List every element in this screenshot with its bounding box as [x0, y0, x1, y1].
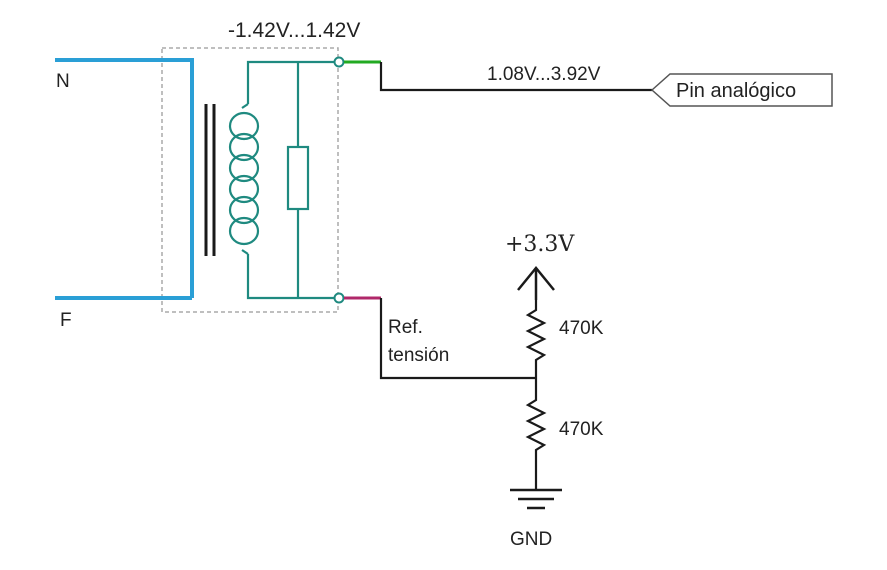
supply-label: +3.3V	[505, 232, 575, 257]
terminal-bottom	[333, 292, 345, 304]
burden-resistor-icon	[286, 145, 310, 211]
gnd-label: GND	[510, 529, 552, 550]
ref-label-line2: tensión	[388, 345, 449, 366]
line-f-label: F	[60, 310, 72, 331]
pin-analogico-tag	[650, 73, 833, 107]
output-wire	[379, 62, 652, 92]
transformer-enclosure	[161, 47, 339, 313]
resistor-top-icon	[525, 300, 547, 378]
supply-arrow-icon	[517, 266, 555, 300]
mains-wire-n	[55, 58, 194, 298]
terminal-top	[333, 56, 345, 68]
resistor-bottom-label: 470K	[559, 419, 604, 440]
ground-icon	[510, 488, 562, 510]
secondary-range-label: -1.42V...1.42V	[228, 19, 360, 42]
coil-icon	[228, 111, 260, 246]
ref-label-line1: Ref.	[388, 317, 423, 338]
ref-wire	[379, 298, 536, 380]
pin-analogico-label: Pin analógico	[676, 80, 796, 102]
line-n-label: N	[56, 71, 70, 92]
resistor-bottom-icon	[525, 378, 547, 490]
resistor-top-label: 470K	[559, 318, 604, 339]
output-range-label: 1.08V...3.92V	[487, 64, 601, 85]
secondary-winding-frame	[241, 60, 336, 300]
